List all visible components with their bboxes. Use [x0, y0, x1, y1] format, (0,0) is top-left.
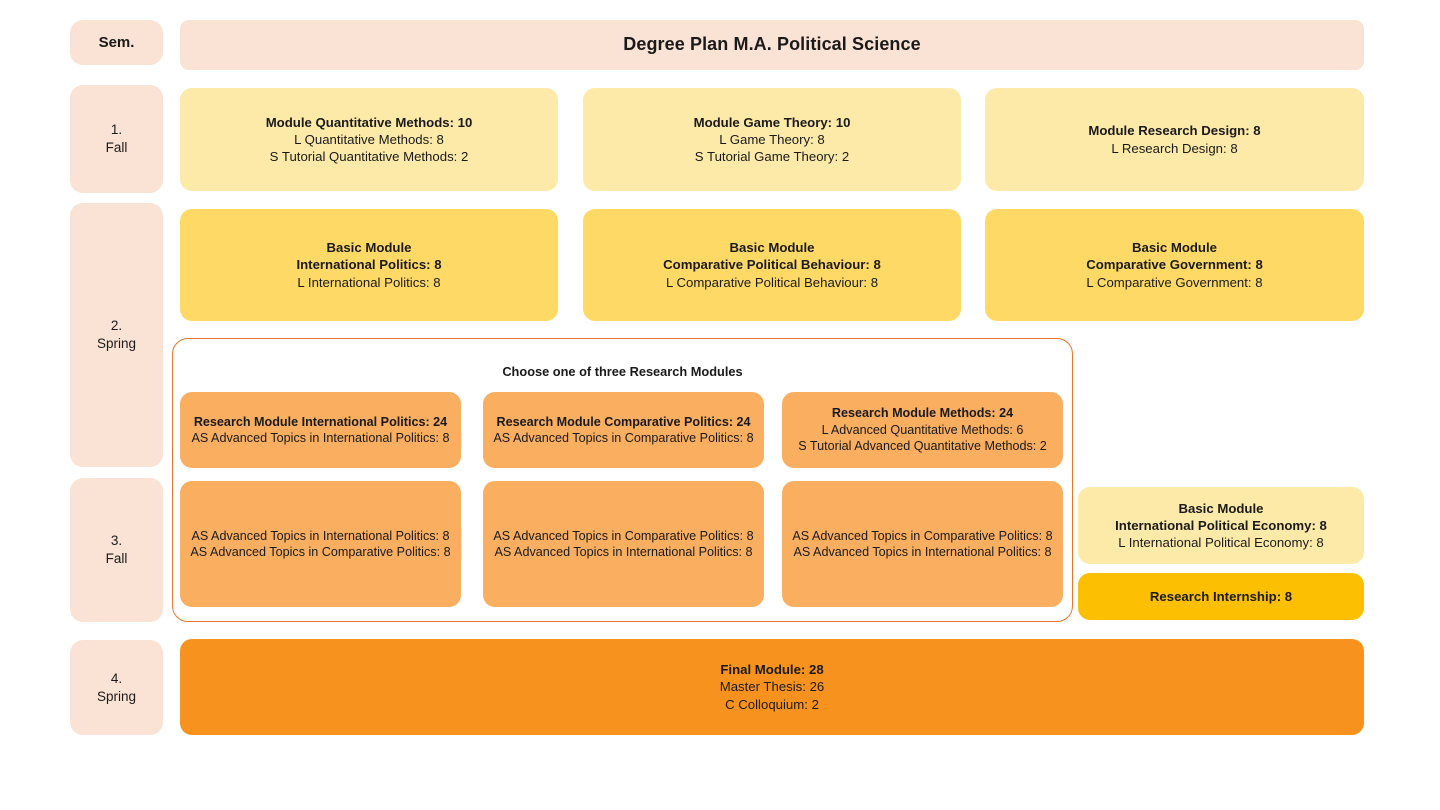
module-title-line1: Basic Module: [326, 240, 412, 256]
semester-number: 4.: [110, 670, 123, 686]
module-title-line1: Basic Module: [729, 240, 815, 256]
semester-season: Fall: [105, 551, 128, 566]
module-title: Research Internship: 8: [1149, 588, 1293, 604]
research-module-detail-card-3[interactable]: AS Advanced Topics in Comparative Politi…: [782, 481, 1063, 607]
module-card-research-internship[interactable]: Research Internship: 8: [1078, 573, 1364, 620]
module-card-basic-international-political-economy[interactable]: Basic Module International Political Eco…: [1078, 487, 1364, 564]
research-module-card-methods[interactable]: Research Module Methods: 24 L Advanced Q…: [782, 392, 1063, 468]
semester-season: Spring: [96, 688, 137, 704]
page-title-label: Degree Plan M.A. Political Science: [623, 34, 921, 55]
module-detail: L International Political Economy: 8: [1118, 535, 1324, 551]
research-module-card-comparative-politics[interactable]: Research Module Comparative Politics: 24…: [483, 392, 764, 468]
module-card-game-theory[interactable]: Module Game Theory: 10 L Game Theory: 8 …: [583, 88, 961, 191]
research-module-card-international-politics[interactable]: Research Module International Politics: …: [180, 392, 461, 468]
module-detail: L Quantitative Methods: 8: [294, 131, 444, 147]
module-title: Module Research Design: 8: [1088, 123, 1261, 139]
research-module-detail-card-2[interactable]: AS Advanced Topics in Comparative Politi…: [483, 481, 764, 607]
semester-cell-2: 2. Spring: [70, 203, 163, 467]
semester-season: Fall: [105, 140, 128, 155]
module-title-line2: Comparative Political Behaviour: 8: [663, 257, 881, 273]
module-detail: AS Advanced Topics in Comparative Politi…: [792, 528, 1053, 543]
module-detail: S Tutorial Game Theory: 2: [694, 149, 850, 165]
page-title: Degree Plan M.A. Political Science: [180, 20, 1364, 70]
semester-cell-1: 1. Fall: [70, 85, 163, 193]
module-detail: Master Thesis: 26: [719, 679, 825, 695]
module-detail: L Research Design: 8: [1111, 140, 1238, 156]
module-card-basic-international-politics[interactable]: Basic Module International Politics: 8 L…: [180, 209, 558, 321]
module-detail: AS Advanced Topics in Comparative Politi…: [493, 431, 754, 445]
research-module-detail-card-1[interactable]: AS Advanced Topics in International Poli…: [180, 481, 461, 607]
module-card-research-design[interactable]: Module Research Design: 8 L Research Des…: [985, 88, 1364, 191]
semester-number: 1.: [110, 122, 123, 138]
research-module-group-caption: Choose one of three Research Modules: [172, 364, 1073, 379]
semester-column-header: Sem.: [70, 20, 163, 65]
module-card-final-module[interactable]: Final Module: 28 Master Thesis: 26 C Col…: [180, 639, 1364, 735]
module-title: Module Game Theory: 10: [693, 114, 851, 130]
module-detail: AS Advanced Topics in International Poli…: [793, 545, 1052, 559]
module-card-basic-comparative-government[interactable]: Basic Module Comparative Government: 8 L…: [985, 209, 1364, 321]
module-title-line2: International Politics: 8: [296, 257, 442, 273]
module-detail: L Comparative Government: 8: [1086, 274, 1263, 290]
module-detail: L Game Theory: 8: [719, 131, 825, 147]
module-title: Final Module: 28: [720, 662, 824, 678]
module-detail: L Advanced Quantitative Methods: 6: [821, 422, 1024, 437]
module-title-line2: Comparative Government: 8: [1086, 257, 1263, 273]
semester-cell-4: 4. Spring: [70, 640, 163, 735]
module-detail: AS Advanced Topics in International Poli…: [191, 431, 450, 445]
semester-season: Spring: [96, 336, 137, 351]
module-detail: S Tutorial Advanced Quantitative Methods…: [798, 439, 1047, 454]
module-detail: AS Advanced Topics in Comparative Politi…: [190, 545, 451, 559]
module-detail: L International Politics: 8: [297, 274, 441, 290]
module-title: Module Quantitative Methods: 10: [265, 114, 473, 130]
module-title-line2: International Political Economy: 8: [1115, 517, 1327, 533]
module-detail: AS Advanced Topics in International Poli…: [191, 528, 450, 543]
module-detail: C Colloquium: 2: [725, 696, 819, 712]
semester-number: 3.: [110, 533, 123, 549]
module-title: Research Module International Politics: …: [193, 414, 448, 429]
module-title: Research Module Methods: 24: [831, 406, 1014, 421]
semester-cell-3: 3. Fall: [70, 478, 163, 622]
semester-number: 2.: [110, 318, 123, 334]
module-card-basic-comparative-political-behaviour[interactable]: Basic Module Comparative Political Behav…: [583, 209, 961, 321]
module-title: Research Module Comparative Politics: 24: [496, 414, 751, 429]
module-detail: S Tutorial Quantitative Methods: 2: [269, 149, 469, 165]
module-title-line1: Basic Module: [1178, 500, 1264, 516]
semester-header-label: Sem.: [98, 33, 135, 51]
research-module-choice-group: [172, 338, 1073, 622]
group-caption-label: Choose one of three Research Modules: [502, 364, 743, 379]
module-card-quantitative-methods[interactable]: Module Quantitative Methods: 10 L Quanti…: [180, 88, 558, 191]
module-detail: L Comparative Political Behaviour: 8: [665, 274, 879, 290]
module-detail: AS Advanced Topics in Comparative Politi…: [493, 528, 754, 543]
module-title-line1: Basic Module: [1131, 240, 1217, 256]
module-detail: AS Advanced Topics in International Poli…: [494, 545, 753, 559]
